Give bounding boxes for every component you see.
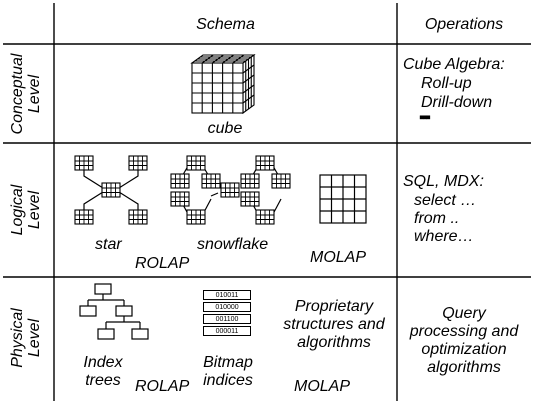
sql-mdx-title: SQL, MDX: bbox=[403, 173, 484, 190]
more-ops-ellipsis: ▪▪▪ bbox=[419, 109, 431, 126]
snowflake-label: snowflake bbox=[197, 236, 269, 253]
bitmap-row: 000011 bbox=[203, 326, 251, 336]
drilldown-op: Drill-down bbox=[421, 94, 493, 111]
star-label: star bbox=[95, 236, 122, 253]
select-op: select … bbox=[414, 192, 477, 209]
cube-algebra-title: Cube Algebra: bbox=[403, 56, 505, 73]
logical-rolap-label: ROLAP bbox=[135, 255, 190, 272]
cube-label: cube bbox=[207, 120, 243, 137]
rollup-op: Roll-up bbox=[421, 75, 472, 92]
bitmap-row: 001100 bbox=[203, 314, 251, 324]
physical-rolap-label: ROLAP bbox=[135, 378, 190, 395]
molap-array-icon bbox=[319, 174, 367, 224]
bitmap-row: 010011 bbox=[203, 290, 251, 300]
schema-header: Schema bbox=[196, 16, 255, 33]
from-op: from .. bbox=[414, 210, 460, 227]
operations-header: Operations bbox=[424, 16, 504, 33]
physical-molap-label: MOLAP bbox=[294, 378, 351, 395]
bitmap-row: 010000 bbox=[203, 302, 251, 312]
snowflake-schema-icon bbox=[170, 155, 291, 225]
star-schema-icon bbox=[74, 155, 148, 225]
where-op: where… bbox=[414, 228, 474, 245]
logical-molap-label: MOLAP bbox=[310, 249, 367, 266]
